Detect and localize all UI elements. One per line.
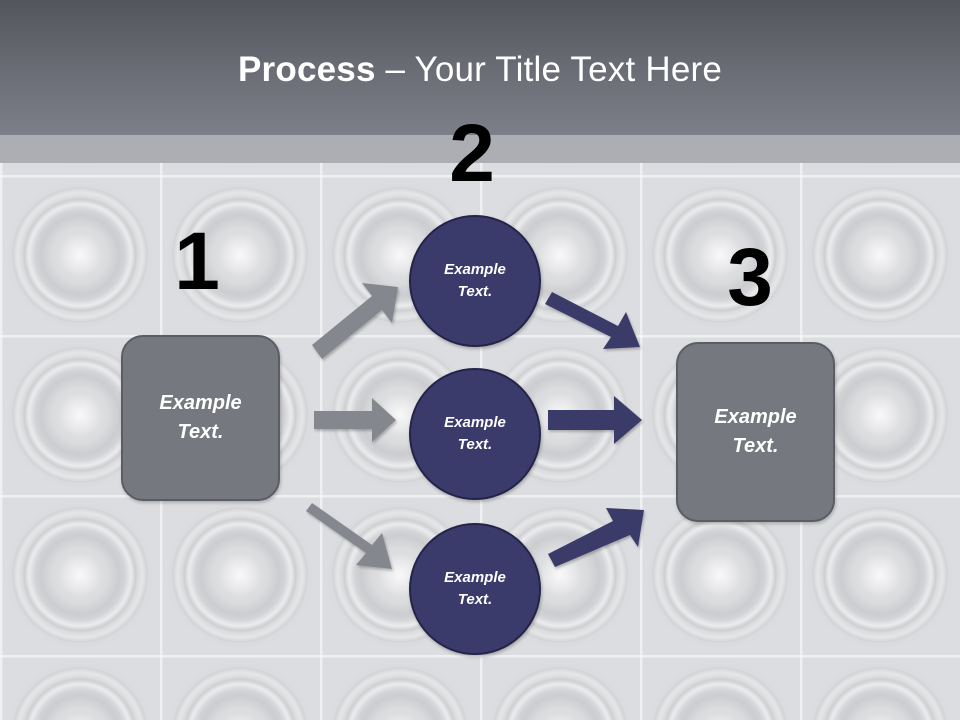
step-number-1: 1 — [174, 216, 220, 307]
process-start-box-label: Example Text. — [159, 392, 242, 443]
page-title-light: Your Title Text Here — [414, 50, 722, 89]
process-circle-3[interactable]: Example Text. — [409, 523, 541, 655]
process-circle-1-label: Example Text. — [444, 261, 506, 300]
process-circle-3-label: Example Text. — [444, 569, 506, 608]
slide-header: Process – Your Title Text Here — [0, 0, 960, 135]
page-title-separator: – — [375, 50, 415, 89]
step-number-3: 3 — [727, 232, 773, 323]
page-title-strong: Process — [238, 50, 376, 89]
step-number-2: 2 — [449, 108, 495, 199]
process-end-box-label: Example Text. — [714, 406, 797, 457]
background-top-band — [0, 135, 960, 163]
process-circle-2-label: Example Text. — [444, 414, 506, 453]
process-end-box[interactable]: Example Text. — [676, 342, 835, 522]
process-circle-1[interactable]: Example Text. — [409, 215, 541, 347]
page-title: Process – Your Title Text Here — [0, 49, 960, 91]
process-start-box[interactable]: Example Text. — [121, 335, 280, 501]
process-circle-2[interactable]: Example Text. — [409, 368, 541, 500]
